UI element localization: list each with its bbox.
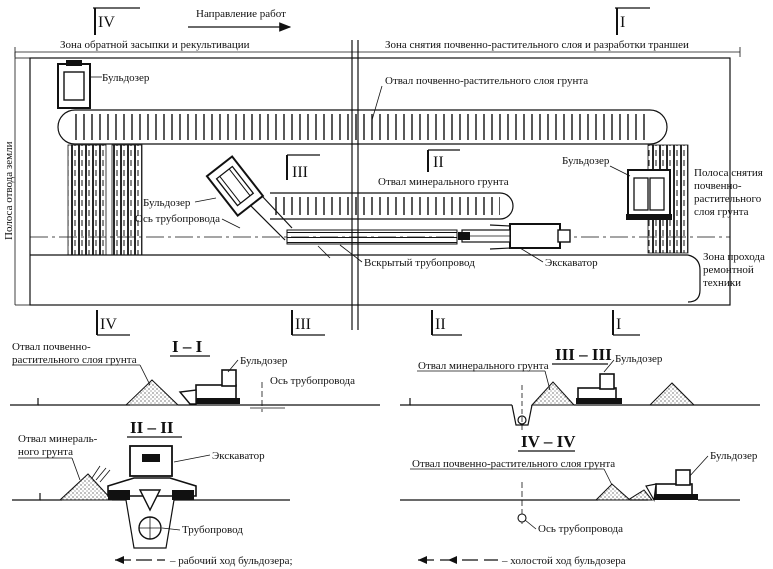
section-iii-iii: III – III Отвал минерального грунта Буль… [400, 345, 760, 430]
mineral-dump-windrow [270, 192, 514, 220]
backfill-strip-left [67, 144, 107, 256]
zone-backfill-label: Зона обратной засыпки и рекультивации [60, 39, 250, 51]
bulldozer-icon-section-iii [576, 373, 622, 404]
section-iv-iv-bulldozer-label: Бульдозер [710, 450, 758, 462]
topsoil-mound-iii [648, 382, 696, 406]
bulldozer-label-1: Бульдозер [102, 72, 150, 84]
bulldozer-icon-section-iv [645, 469, 698, 502]
bulldozer-icon-section-i [178, 369, 240, 405]
section-ii-ii-mineral-label-1: Отвал минераль- [18, 433, 98, 445]
excavator-icon [458, 223, 571, 250]
plan-view: IV Направление работ I Зона обратной зас… [3, 7, 765, 330]
section-marker-iv-bottom: IV [100, 316, 117, 333]
section-ii-ii: II – II Отвал минераль- ного грунта Экск… [12, 418, 290, 549]
legend-idle-label: – холостой ход бульдозера [501, 555, 626, 567]
opened-pipeline [286, 229, 458, 245]
topsoil-mound-iv [594, 483, 632, 501]
section-i-i-bulldozer-label: Бульдозер [240, 355, 288, 367]
repair-zone-label-3: техники [703, 277, 741, 289]
section-iii-iii-bulldozer-label: Бульдозер [615, 353, 663, 365]
section-i-i-topsoil-label-2: растительного слоя грунта [12, 354, 137, 366]
bulldozer-icon-top-left [57, 60, 91, 109]
mineral-mound-ii [58, 473, 114, 501]
section-marker-iii-plan: III [292, 164, 308, 181]
section-i-i: I – I Отвал почвенно- растительного слоя… [10, 337, 380, 412]
plan-bottom-markers: IV III II I [96, 310, 640, 336]
pipeline-axis-label: Ось трубопровода [135, 213, 220, 225]
repair-zone-label-1: Зона прохода [703, 251, 765, 263]
topsoil-dump-windrow [57, 109, 668, 145]
right-of-way-label: Полоса отвода земли [3, 141, 15, 240]
zone-stripping-label: Зона снятия почвенно-растительного слоя … [385, 39, 689, 51]
section-ii-ii-title: II – II [130, 418, 174, 437]
excavator-icon-section-ii [107, 445, 197, 512]
section-i-i-topsoil-label-1: Отвал почвенно- [12, 341, 91, 353]
opened-pipeline-label: Вскрытый трубопровод [364, 257, 475, 269]
section-i-i-axis-label: Ось трубопровода [270, 375, 355, 387]
bulldozer-label-2: Бульдозер [143, 197, 191, 209]
section-ii-ii-pipeline-label: Трубопровод [182, 524, 243, 536]
section-iv-iv: IV – IV Отвал почвенно-растительного сло… [400, 432, 758, 535]
bulldozer-label-3: Бульдозер [562, 155, 610, 167]
section-marker-ii-plan: II [433, 154, 444, 171]
section-marker-i-bottom: I [616, 316, 621, 333]
section-marker-i-top: I [620, 14, 625, 31]
repair-zone-label-2: ремонтной [703, 264, 754, 276]
section-marker-iii-bottom: III [295, 316, 311, 333]
topsoil-mound-i [124, 379, 180, 406]
stripping-strip-label-1: Полоса снятия [694, 167, 763, 179]
legend: – рабочий ход бульдозера; – холостой ход… [115, 555, 626, 567]
stripping-strip-label-3: растительного [694, 193, 762, 205]
bulldozer-icon-diagonal [205, 155, 293, 241]
section-iii-iii-title: III – III [555, 345, 612, 364]
section-marker-ii-bottom: II [435, 316, 446, 333]
bulldozer-icon-right [626, 169, 672, 220]
mineral-dump-label: Отвал минерального грунта [378, 176, 509, 188]
section-iv-iv-title: IV – IV [521, 432, 576, 451]
section-marker-iv-top: IV [98, 14, 115, 31]
section-i-i-title: I – I [172, 337, 203, 356]
excavator-label: Экскаватор [545, 257, 598, 269]
stripping-strip-label-2: почвенно- [694, 180, 742, 192]
section-iv-iv-axis-label: Ось трубопровода [538, 523, 623, 535]
right-of-way-boundary [29, 57, 731, 306]
repair-zone-edge [687, 254, 701, 303]
stripping-strip-label-4: слоя грунта [694, 206, 749, 218]
mineral-mound-iii [530, 381, 576, 406]
section-ii-ii-mineral-label-2: ного грунта [18, 446, 73, 458]
section-ii-ii-excavator-label: Экскаватор [212, 450, 265, 462]
trench-ii [125, 499, 175, 549]
section-iii-iii-mineral-label: Отвал минерального грунта [418, 360, 549, 372]
topsoil-dump-label: Отвал почвенно-растительного слоя грунта [385, 75, 588, 87]
direction-label: Направление работ [196, 8, 286, 20]
section-iv-iv-topsoil-label: Отвал почвенно-растительного слоя грунта [412, 458, 615, 470]
legend-working-label: – рабочий ход бульдозера; [169, 555, 293, 567]
